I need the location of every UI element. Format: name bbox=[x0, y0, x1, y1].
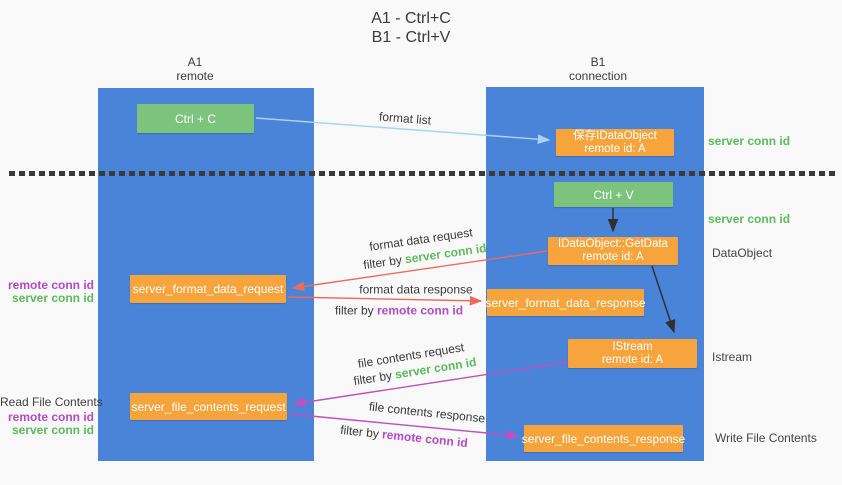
node-format-request-label: server_format_data_request bbox=[132, 282, 284, 296]
label-filter-file-response: filter by remote conn id bbox=[339, 422, 469, 451]
remote-conn-id-key: remote conn id bbox=[381, 427, 469, 451]
label-format-list: format list bbox=[378, 109, 432, 128]
node-istream: IStream remote id: A bbox=[568, 339, 697, 368]
filter-by-text: filter by bbox=[339, 422, 380, 441]
node-ctrl-v: Ctrl + V bbox=[554, 182, 673, 207]
column-header-a1: A1 remote bbox=[135, 55, 255, 83]
label-conn-ids-bottom-left: remote conn id server conn id bbox=[0, 411, 94, 437]
node-idataobject-getdata: IDataObject::GetData remote id: A bbox=[548, 237, 678, 265]
label-server-conn-id-mid-right: server conn id bbox=[708, 212, 791, 226]
node-ctrl-c: Ctrl + C bbox=[137, 104, 254, 133]
label-format-data-response: format data response bbox=[359, 282, 473, 297]
column-header-b1: B1 connection bbox=[538, 55, 658, 83]
label-read-file-contents: Read File Contents bbox=[0, 395, 103, 409]
label-filter-format-response: filter by remote conn id bbox=[334, 303, 464, 318]
node-file-request-label: server_file_contents_request bbox=[131, 399, 286, 414]
node-ctrl-c-label: Ctrl + C bbox=[174, 111, 216, 126]
node-ctrl-v-label: Ctrl + V bbox=[593, 187, 634, 202]
remote-conn-id-label: remote conn id bbox=[7, 278, 94, 292]
arrow-format-data-response bbox=[287, 295, 483, 306]
node-getdata-line1: IDataObject::GetData bbox=[558, 238, 668, 250]
node-server-format-data-response: server_format_data_response bbox=[485, 289, 646, 316]
diagram-title: A1 - Ctrl+C B1 - Ctrl+V bbox=[311, 9, 511, 47]
filter-by-text: filter by bbox=[362, 252, 403, 273]
filter-by-text: filter by bbox=[334, 303, 374, 318]
label-conn-ids-mid-left: remote conn id server conn id bbox=[0, 279, 94, 305]
node-file-response-label: server_file_contents_response bbox=[521, 431, 686, 446]
title-line-b1: B1 - Ctrl+V bbox=[371, 29, 451, 46]
column-a1-role: remote bbox=[176, 69, 214, 83]
server-conn-id-label: server conn id bbox=[11, 291, 94, 305]
node-save-idataobject-line2: remote id: A bbox=[584, 142, 646, 155]
node-server-format-data-request: server_format_data_request bbox=[130, 275, 286, 303]
column-a1-name: A1 bbox=[187, 55, 203, 69]
node-server-file-contents-response: server_file_contents_response bbox=[521, 425, 686, 452]
column-b1-role: connection bbox=[568, 69, 628, 83]
label-server-conn-id-top-right: server conn id bbox=[708, 134, 791, 148]
title-line-a1: A1 - Ctrl+C bbox=[371, 10, 451, 27]
node-save-idataobject: 保存IDataObject remote id: A bbox=[556, 129, 674, 156]
remote-conn-id-key: remote conn id bbox=[377, 303, 464, 318]
node-getdata-line2: remote id: A bbox=[582, 251, 644, 263]
node-istream-line2: remote id: A bbox=[601, 353, 664, 366]
node-save-idataobject-line1: 保存IDataObject bbox=[573, 129, 657, 142]
divider-dotted-line bbox=[9, 171, 837, 176]
remote-conn-id-label: remote conn id bbox=[7, 410, 94, 424]
node-server-file-contents-request: server_file_contents_request bbox=[130, 393, 287, 420]
label-write-file-contents: Write File Contents bbox=[715, 431, 817, 445]
filter-by-text: filter by bbox=[352, 368, 393, 389]
label-istream: Istream bbox=[712, 350, 753, 364]
node-istream-line1: IStream bbox=[612, 340, 653, 353]
label-file-contents-response: file contents response bbox=[368, 399, 486, 426]
server-conn-id-label: server conn id bbox=[11, 423, 94, 437]
column-b1-name: B1 bbox=[590, 55, 606, 69]
label-dataobject: DataObject bbox=[712, 246, 773, 260]
node-format-response-label: server_format_data_response bbox=[485, 295, 646, 310]
